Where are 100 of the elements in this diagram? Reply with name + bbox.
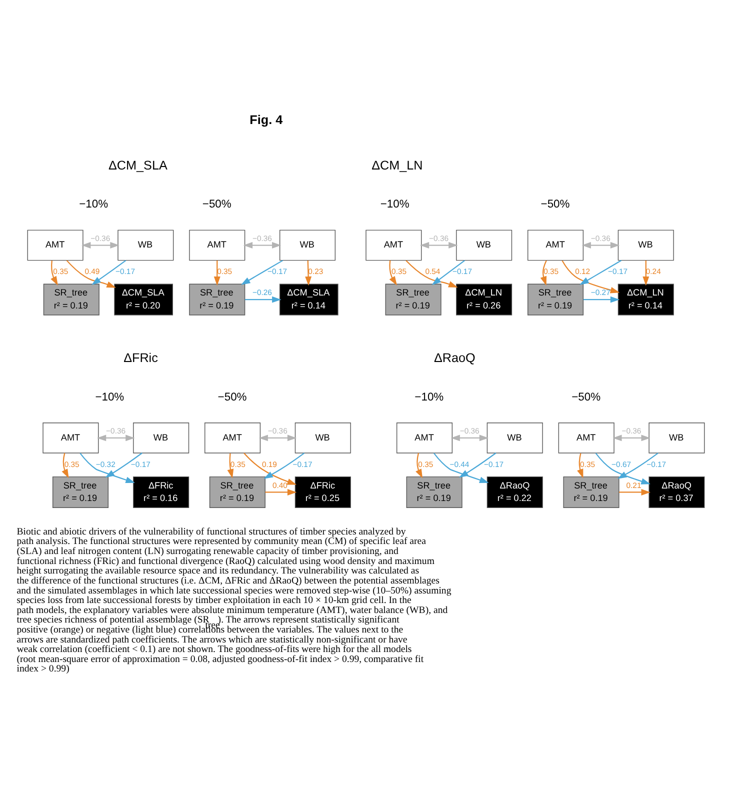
edge-label: −0.44: [450, 459, 470, 468]
node-box: WB: [648, 422, 705, 453]
arrow: [62, 452, 69, 478]
arrow: [243, 242, 282, 248]
edge-label: −0.17: [646, 459, 666, 468]
label: −10%: [380, 198, 410, 210]
edge-label: 0.12: [575, 266, 590, 276]
edge-label: 0.35: [230, 459, 246, 468]
edge-label: −0.36: [90, 233, 110, 242]
node-box: ΔCM_SLA r² = 0.14: [279, 283, 338, 315]
arrow: [583, 296, 620, 302]
arrow: [617, 452, 658, 478]
edge-label: 0.35: [580, 459, 596, 468]
node-box: WB: [294, 422, 351, 453]
edge-label: 0.35: [418, 459, 434, 468]
edge-label: −0.36: [622, 426, 642, 436]
edge-label: 0.21: [626, 480, 642, 490]
edge-label: −0.17: [452, 266, 472, 276]
arrow: [92, 260, 126, 284]
label: −10%: [414, 390, 444, 403]
edge-label: −0.67: [612, 459, 632, 468]
label: −10%: [79, 198, 108, 210]
node-box: ΔFRic r² = 0.16: [133, 476, 190, 508]
node-box: ΔRaoQ r² = 0.37: [648, 476, 705, 508]
edge-label: −0.36: [460, 426, 480, 436]
arrow: [450, 434, 489, 441]
arrow: [244, 452, 297, 484]
label: −10%: [95, 390, 124, 403]
edge-label: −0.17: [484, 459, 504, 468]
arrow: [577, 452, 584, 478]
node-box: AMT: [528, 229, 584, 260]
node-box: AMT: [42, 422, 99, 453]
arrow: [420, 242, 458, 248]
label: ΔRaoQ: [434, 350, 476, 365]
node-box: ΔRaoQ r² = 0.22: [486, 476, 543, 508]
edge-label: −0.17: [268, 266, 288, 276]
node-box: SR_tree r² = 0.19: [563, 476, 620, 508]
edge-label: −0.27: [590, 288, 610, 297]
arrow: [264, 452, 305, 478]
node-box: WB: [456, 229, 512, 260]
arrow: [244, 296, 282, 302]
node-box: AMT: [558, 422, 614, 453]
node-box: ΔCM_LN r² = 0.14: [618, 283, 674, 315]
edge-label: −0.36: [590, 233, 610, 242]
edge-label: 0.35: [544, 266, 559, 276]
arrow: [416, 452, 423, 478]
arrow: [214, 260, 220, 286]
edge-label: −0.36: [429, 233, 449, 242]
label: −50%: [572, 390, 601, 403]
arrow: [433, 452, 489, 483]
arrow: [81, 242, 120, 248]
edge-label: −0.17: [116, 266, 135, 276]
edge-label: −0.36: [252, 233, 272, 242]
node-box: SR_tree r² = 0.19: [528, 283, 584, 315]
arrow: [582, 242, 620, 248]
node-box: ΔCM_SLA r² = 0.20: [114, 283, 173, 315]
edge-label: 0.35: [64, 459, 80, 468]
edge-label: 0.35: [53, 266, 68, 276]
node-box: AMT: [396, 422, 453, 453]
arrow: [580, 259, 622, 284]
arrow: [458, 452, 496, 478]
edge-label: −0.17: [130, 459, 150, 468]
arrow: [66, 260, 116, 288]
label: ΔCM_SLA: [108, 158, 168, 172]
edge-label: 0.35: [392, 266, 407, 276]
arrow: [240, 259, 284, 284]
arrow: [595, 452, 650, 484]
node-box: WB: [133, 422, 190, 453]
edge-label: 0.54: [425, 266, 440, 276]
edge-label: 0.49: [84, 266, 100, 276]
node-box: SR_tree r² = 0.19: [43, 283, 100, 315]
edge-label: −0.17: [292, 459, 312, 468]
node-box: WB: [279, 229, 336, 260]
edge-label: −0.32: [96, 459, 116, 468]
edge-label: −0.36: [106, 426, 126, 436]
node-box: SR_tree r² = 0.19: [385, 283, 442, 315]
node-box: AMT: [189, 229, 246, 260]
arrow: [389, 260, 398, 286]
arrow: [265, 488, 297, 495]
arrow: [50, 260, 58, 286]
arrow: [406, 260, 458, 288]
arrow: [227, 452, 234, 478]
node-box: WB: [486, 422, 543, 453]
node-box: ΔFRic r² = 0.25: [294, 476, 351, 508]
node-box: SR_tree r² = 0.19: [52, 476, 109, 508]
label: −50%: [202, 198, 232, 210]
arrow: [80, 452, 135, 483]
arrow: [642, 260, 650, 286]
label: ΔFRic: [124, 350, 158, 365]
node-box: AMT: [204, 422, 261, 453]
edge-label: 0.23: [308, 266, 324, 276]
arrow: [305, 260, 312, 286]
label: −50%: [218, 390, 247, 403]
arrow: [612, 434, 650, 441]
edge-label: −0.26: [252, 288, 272, 297]
node-box: ΔCM_LN r² = 0.26: [456, 283, 512, 315]
arrow: [105, 452, 142, 478]
diagram-title: Fig. 4: [250, 112, 283, 126]
node-box: SR_tree r² = 0.19: [406, 476, 462, 508]
node-box: SR_tree r² = 0.19: [189, 283, 246, 315]
